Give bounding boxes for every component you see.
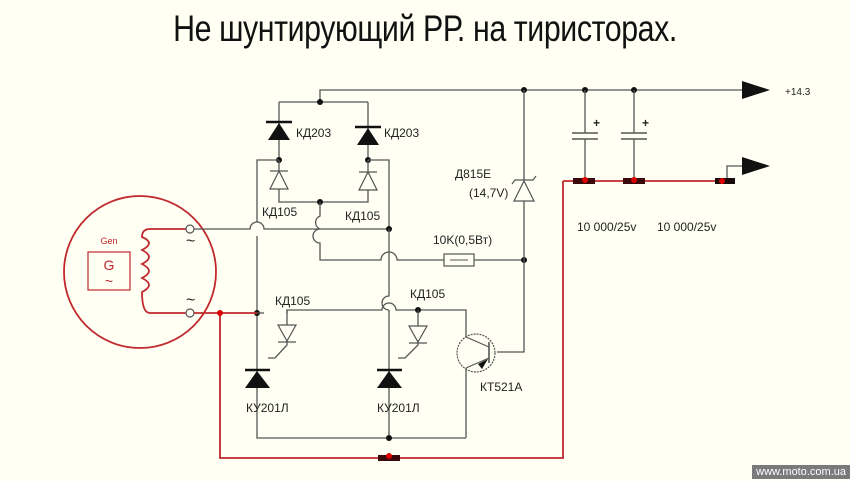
generator: Gen G ~ ~ ~: [63, 195, 217, 349]
capacitors: + +: [572, 116, 649, 140]
generator-symbol: G: [104, 257, 115, 273]
generator-housing: [63, 195, 217, 349]
ground-wires: [217, 177, 735, 461]
transistor: [456, 333, 496, 373]
zener-diode: [511, 175, 537, 202]
terminal-bottom: [185, 308, 195, 318]
terminal-top: [185, 224, 195, 234]
cap1-plus: +: [593, 116, 600, 130]
label-output-positive: +14.3: [785, 87, 811, 98]
label-kd105-left: КД105: [262, 205, 297, 219]
watermark: www.moto.com.ua: [752, 465, 850, 479]
diode-kd105-upper-right: [358, 170, 378, 191]
label-cap1: 10 000/25v: [577, 220, 636, 234]
output-ground-arrow: [742, 157, 770, 175]
label-kd105-right: КД105: [345, 209, 380, 223]
terminal-bottom-tilde: ~: [186, 292, 195, 309]
generator-label: Gen: [100, 236, 117, 246]
diagram-title: Не шунтирующий РР. на тиристорах.: [173, 8, 677, 49]
output-positive-arrow: [742, 81, 770, 99]
label-zener-name: Д815Е: [455, 167, 491, 181]
label-kd105-lower-left: КД105: [275, 294, 310, 308]
diode-kd105-lower-left: [276, 324, 298, 343]
thyristor-right: [377, 368, 402, 388]
label-cap2: 10 000/25v: [657, 220, 716, 234]
label-zener-voltage: (14,7V): [469, 186, 508, 200]
label-thyristor-right: КУ201Л: [377, 401, 420, 415]
label-kd203-left: КД203: [296, 126, 331, 140]
diode-kd203-left: [266, 120, 292, 140]
diode-kd203-right: [355, 125, 381, 145]
generator-box: [87, 251, 131, 291]
terminal-top-tilde: ~: [186, 233, 195, 250]
wires: [194, 87, 750, 441]
label-kd105-lower-right: КД105: [410, 287, 445, 301]
label-kd203-right: КД203: [384, 126, 419, 140]
label-transistor: КТ521А: [480, 380, 522, 394]
label-resistor: 10K(0,5Вт): [433, 233, 492, 247]
diode-kd105-upper-left: [269, 169, 289, 190]
cap2-plus: +: [642, 116, 649, 130]
ac-symbol: ~: [105, 273, 113, 289]
thyristor-left: [245, 368, 270, 388]
generator-coil: [139, 228, 189, 314]
label-thyristor-left: КУ201Л: [246, 401, 289, 415]
diode-kd105-lower-right: [407, 325, 429, 344]
